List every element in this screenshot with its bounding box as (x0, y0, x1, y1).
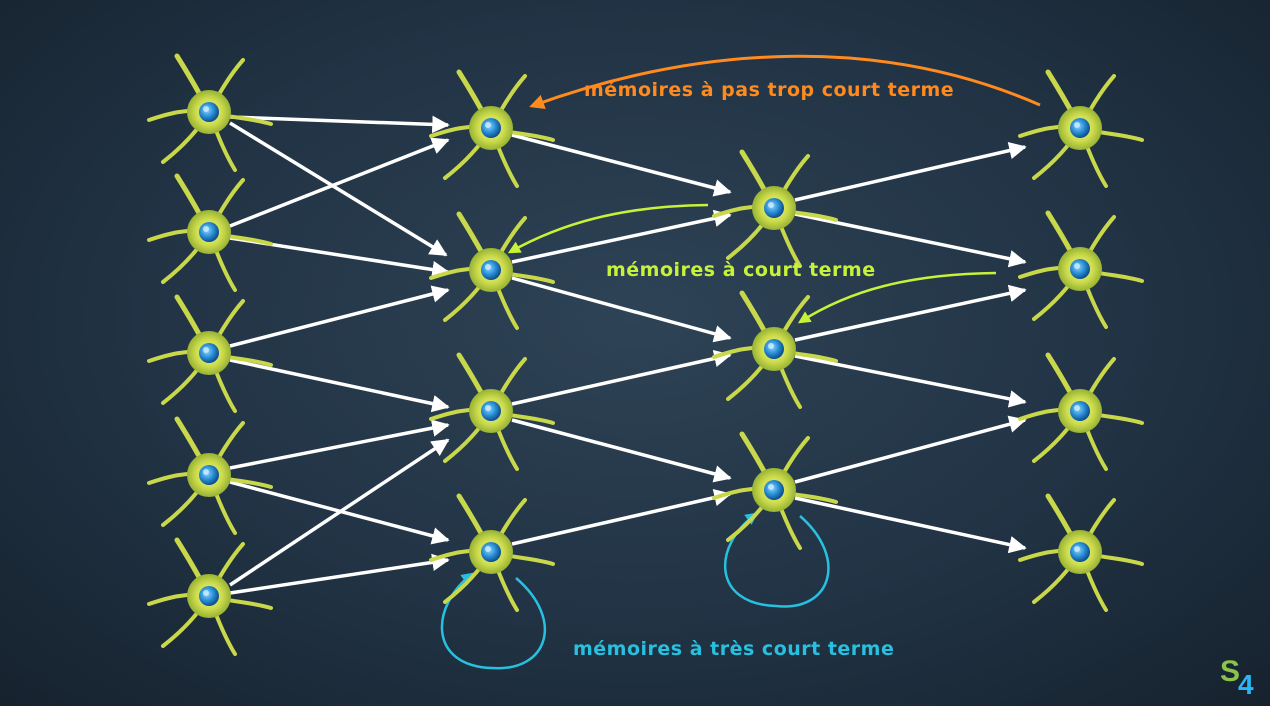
neuron (714, 293, 836, 407)
layer-1-neurons (149, 56, 271, 654)
neuron (149, 56, 271, 170)
arrow (229, 438, 450, 587)
neuron (1020, 213, 1142, 327)
arrow (511, 418, 732, 483)
layer-2-neurons (431, 72, 553, 610)
arrow (229, 358, 450, 413)
neuron (149, 176, 271, 290)
arrows-layer2-to-layer3 (511, 133, 732, 546)
arrow (794, 284, 1027, 342)
short-term-feedback-arrow-lower (797, 271, 997, 324)
arrow (794, 496, 1027, 554)
arrow (229, 121, 448, 257)
neuron (431, 72, 553, 186)
neuron (714, 152, 836, 266)
layer-3-neurons (714, 152, 836, 548)
very-short-term-memory-label: mémoires à très court terme (573, 638, 895, 660)
arrow (229, 553, 450, 595)
neuron (431, 214, 553, 328)
arrow (511, 276, 732, 343)
arrow (511, 349, 732, 406)
short-term-feedback-arrow-upper (507, 203, 709, 254)
arrow (794, 354, 1027, 408)
arrow (511, 133, 732, 197)
arrow (229, 285, 450, 348)
neuron (149, 419, 271, 533)
arrow (511, 488, 732, 546)
layer-4-neurons (1020, 72, 1142, 610)
arrow (229, 115, 450, 134)
logo-letter: S (1220, 655, 1241, 688)
long-term-feedback-arrow (529, 54, 1041, 109)
long-term-memory-label: mémoires à pas trop court terme (584, 79, 955, 101)
arrows-layer1-to-layer2 (229, 115, 450, 595)
arrow (794, 142, 1027, 202)
neuron (149, 540, 271, 654)
very-short-term-self-loop-right (723, 512, 830, 608)
neuron (1020, 72, 1142, 186)
arrows-layer3-to-layer4 (794, 142, 1027, 554)
neuron (1020, 496, 1142, 610)
neuron (431, 355, 553, 469)
logo-digit: 4 (1238, 669, 1254, 700)
neuron (1020, 355, 1142, 469)
neuron (149, 297, 271, 411)
arrow (229, 137, 450, 228)
arrow (794, 415, 1027, 484)
short-term-memory-label: mémoires à court terme (606, 259, 876, 281)
arrow (229, 419, 450, 470)
neuron (431, 496, 553, 610)
very-short-term-self-loop-left (440, 572, 547, 670)
arrow (794, 212, 1027, 268)
arrow (511, 209, 732, 264)
neuron (714, 434, 836, 548)
s4-logo: S 4 (1220, 655, 1264, 700)
